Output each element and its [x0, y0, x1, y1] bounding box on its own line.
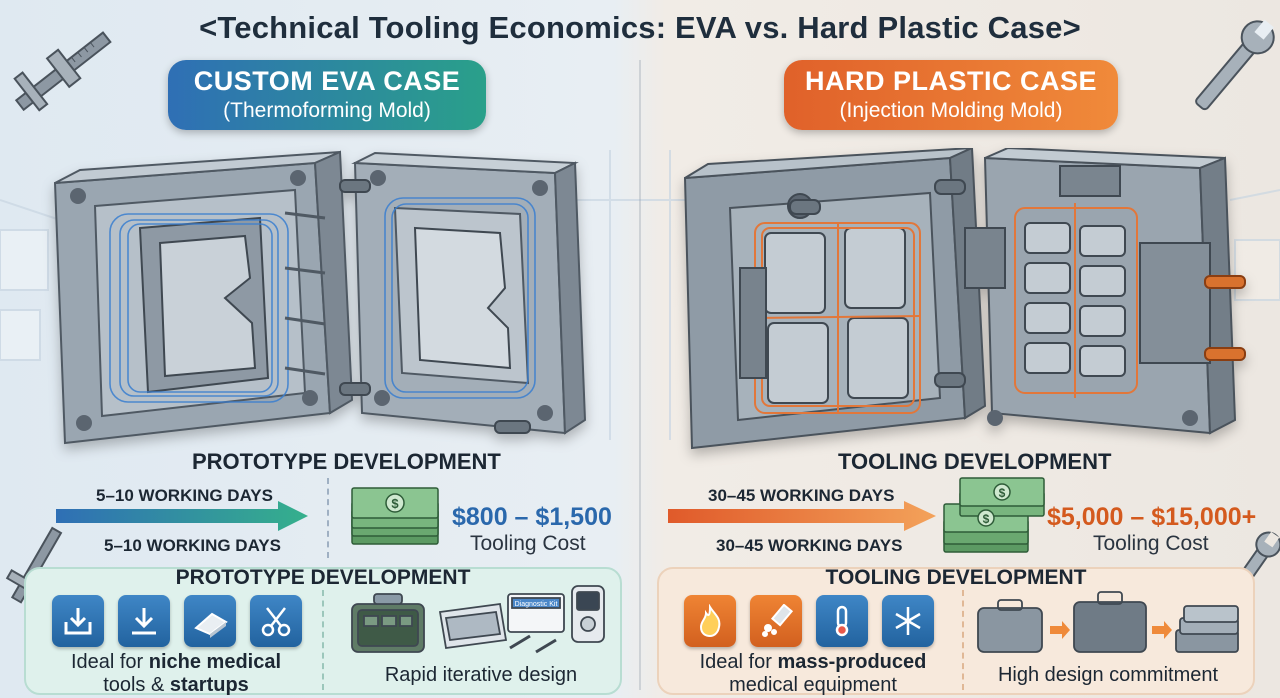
hard-badge-subtitle: (Injection Molding Mold) [839, 99, 1063, 122]
hard-timeline-arrow [668, 501, 936, 531]
hard-section-title: TOOLING DEVELOPMENT [838, 449, 1112, 474]
center-divider [639, 60, 641, 690]
hard-caption-commitment: High design commitment [997, 664, 1219, 686]
snowflake-icon [882, 595, 934, 647]
hard-money-stack-icon: $ $ [943, 477, 1045, 553]
scissors-icon [250, 595, 302, 647]
foam-pad-icon [184, 595, 236, 647]
inbox-download-icon [52, 595, 104, 647]
hard-injection-mold-illustration [683, 148, 1246, 450]
page-title: <Technical Tooling Economics: EVA vs. Ha… [199, 10, 1081, 45]
eva-thermoforming-mold-illustration [53, 150, 587, 445]
svg-text:$: $ [999, 486, 1006, 500]
hard-badge-title: HARD PLASTIC CASE [804, 66, 1097, 96]
device-label: Diagnostic Kit [515, 601, 558, 608]
svg-text:$: $ [391, 496, 399, 511]
thermometer-icon [816, 595, 868, 647]
eva-days-top: 5–10 WORKING DAYS [96, 486, 273, 505]
hard-caption-mass: Ideal for mass-produced medical equipmen… [678, 651, 948, 697]
eva-case-badge: CUSTOM EVA CASE (Thermoforming Mold) [168, 60, 486, 130]
hard-days-bottom: 30–45 WORKING DAYS [716, 536, 903, 555]
eva-caption-prefix: Ideal for [70, 651, 149, 673]
svg-text:$: $ [983, 512, 990, 526]
caliper-icon [13, 31, 112, 112]
eva-dashed-divider [327, 478, 329, 558]
download-icon [118, 595, 170, 647]
medical-devices-illustration: Diagnostic Kit [351, 585, 605, 654]
eva-tooling-cost-label: Tooling Cost [470, 532, 586, 555]
eva-section-title: PROTOTYPE DEVELOPMENT [192, 449, 501, 474]
eva-badge-title: CUSTOM EVA CASE [193, 66, 461, 96]
eva-panel-title: PROTOTYPE DEVELOPMENT [175, 566, 471, 589]
eva-caption-line2: tools & [103, 674, 170, 696]
hard-panel-title: TOOLING DEVELOPMENT [825, 566, 1087, 589]
hard-case-badge: HARD PLASTIC CASE (Injection Molding Mol… [784, 60, 1118, 130]
eva-caption-rapid: Rapid iterative design [384, 664, 578, 686]
hard-tooling-price: $5,000 – $15,000+ [1047, 503, 1257, 531]
eva-timeline-arrow [56, 501, 308, 531]
nozzle-icon [750, 595, 802, 647]
eva-tooling-price: $800 – $1,500 [452, 503, 612, 531]
eva-money-stack-icon: $ [351, 487, 439, 545]
eva-badge-subtitle: (Thermoforming Mold) [223, 99, 431, 122]
eva-caption-niche: Ideal for niche medical tools & startups [56, 651, 296, 697]
hard-panel-divider [962, 590, 964, 690]
hard-caption-prefix: Ideal for [699, 651, 778, 673]
hard-tooling-cost-label: Tooling Cost [1093, 532, 1209, 555]
hard-case-progression-illustration [977, 591, 1239, 653]
eva-caption-line2-bold: startups [169, 674, 249, 696]
eva-days-bottom: 5–10 WORKING DAYS [104, 536, 281, 555]
flame-icon [684, 595, 736, 647]
hard-caption-bold: mass-produced [777, 651, 927, 673]
wrench-icon [1195, 19, 1275, 111]
hard-caption-line2: medical equipment [729, 674, 897, 696]
hard-days-top: 30–45 WORKING DAYS [708, 486, 895, 505]
eva-caption-bold: niche medical [148, 651, 282, 673]
eva-panel-divider [322, 590, 324, 690]
